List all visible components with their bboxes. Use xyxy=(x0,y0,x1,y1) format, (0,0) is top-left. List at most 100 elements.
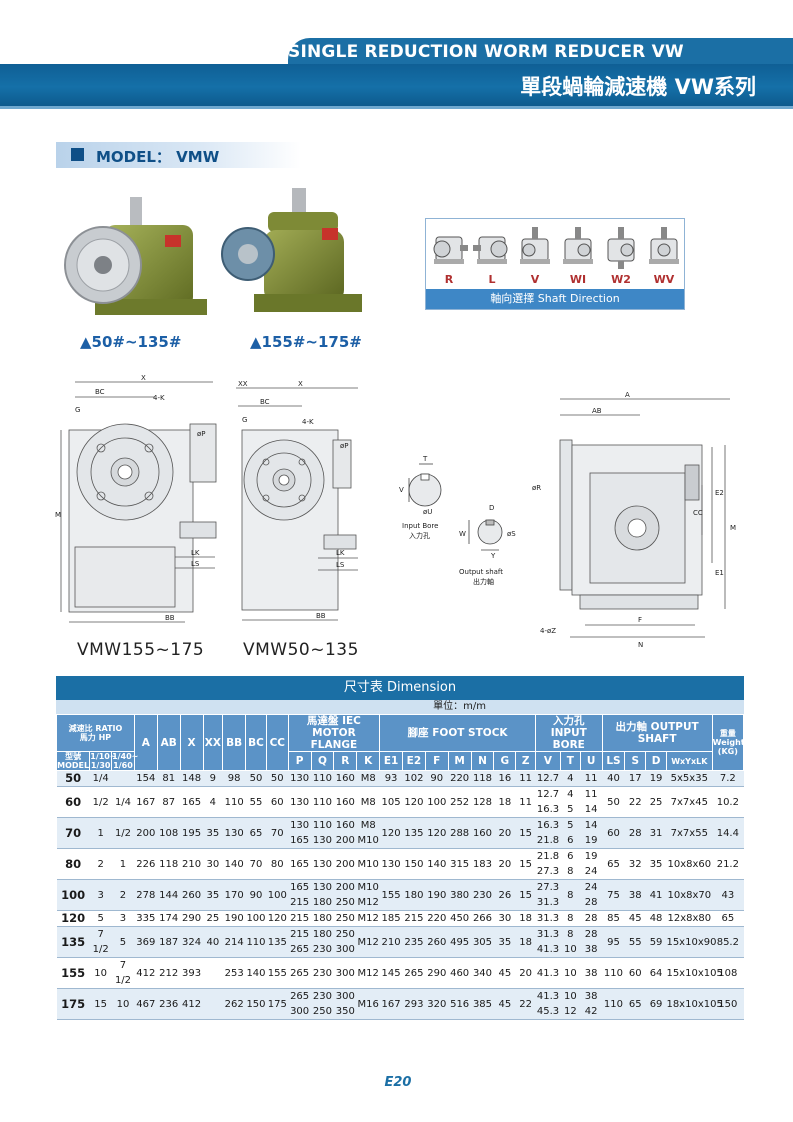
cell-r1: 2 xyxy=(89,848,112,880)
cell-value: 4 xyxy=(567,773,574,784)
cell-value: 165 xyxy=(290,858,310,870)
table-unit: 單位：m/m xyxy=(56,700,744,714)
cell-value: 31.3 xyxy=(536,929,560,940)
cell-t: 4 xyxy=(560,770,581,787)
cell-s: 22 xyxy=(624,786,646,818)
shaft-option-v: V xyxy=(514,223,556,286)
cell-bb: 214 xyxy=(222,926,246,958)
cell-d: 19 xyxy=(645,770,667,787)
header-hp: 馬力 HP xyxy=(79,733,112,742)
cell-m: 252 xyxy=(448,786,472,818)
cell-r1: 1 xyxy=(89,817,112,849)
header-input-bore: 入力孔 INPUT BORE xyxy=(535,714,603,752)
cell-r1: 10 xyxy=(89,957,112,989)
header-col: LS xyxy=(601,751,626,771)
cell-value: 130 xyxy=(290,796,310,808)
header-col: T xyxy=(559,751,581,771)
header-col: E2 xyxy=(401,751,426,771)
cell-wyl: 12x8x80 xyxy=(666,910,713,927)
cell-e2: 120 xyxy=(402,786,426,818)
cell-f: 290 xyxy=(425,957,449,989)
cell-value: 4 xyxy=(567,789,574,800)
cell-g: 16 xyxy=(493,770,516,787)
cell-r2: 1/2 xyxy=(111,817,135,849)
cell-bc: 65 xyxy=(245,817,267,849)
cell-e2: 265 xyxy=(402,957,426,989)
shaft-option-w2: W2 xyxy=(600,223,642,286)
cell-bc: 110 xyxy=(245,926,267,958)
cell-model: 120 xyxy=(56,910,90,927)
cell-s: 60 xyxy=(624,957,646,989)
cell-e1: 145 xyxy=(379,957,403,989)
cell-ls: 110 xyxy=(602,957,625,989)
shaft-caption-zh: 出力軸 xyxy=(473,577,494,586)
cell-value: M10 xyxy=(357,835,379,846)
cell-bb: 110 xyxy=(222,786,246,818)
reducer-outline-icon xyxy=(473,236,508,264)
cell-value: M8 xyxy=(360,796,376,808)
cell-w: 150 xyxy=(712,988,744,1020)
cell-p: 215 xyxy=(288,910,312,927)
header-col: N xyxy=(470,751,495,771)
cell-value: 300 xyxy=(290,1006,310,1017)
cell-g: 20 xyxy=(493,817,516,849)
header-col: WxYxLK xyxy=(665,751,713,771)
cell-xx: 35 xyxy=(203,879,223,911)
cell-t: 8 xyxy=(560,879,581,911)
cell-x: 260 xyxy=(180,879,203,911)
bore-caption-en: Input Bore xyxy=(402,522,438,530)
shaft-option-label: L xyxy=(488,273,496,286)
header-col: X xyxy=(179,714,204,771)
cell-value: 110 xyxy=(312,796,333,808)
cell-bb: 253 xyxy=(222,957,246,989)
header-col: Z xyxy=(515,751,537,771)
cell-value: 110 xyxy=(312,820,333,831)
dim-label: LK xyxy=(191,549,200,557)
header-output-shaft: 出力軸 OUTPUT SHAFT xyxy=(601,714,713,752)
cell-m: 288 xyxy=(448,817,472,849)
cell-k: M12 xyxy=(356,926,380,958)
cell-value: 41.3 xyxy=(536,944,560,955)
cell-f: 320 xyxy=(425,988,449,1020)
reducer-outline-icon xyxy=(520,227,550,264)
cell-r1: 7 1/2 xyxy=(89,926,112,958)
cell-n: 385 xyxy=(471,988,494,1020)
cell-e2: 180 xyxy=(402,879,426,911)
header-col: E1 xyxy=(379,751,403,771)
cell-wyl: 18x10x105 xyxy=(666,988,723,1020)
cell-bb: 262 xyxy=(222,988,246,1020)
cell-value: 31.3 xyxy=(536,897,560,908)
cell-v: 31.3 xyxy=(535,910,561,927)
cell-t: 10 xyxy=(560,957,581,989)
cell-model: 70 xyxy=(56,817,90,849)
cell-r: 250 xyxy=(333,910,357,927)
cell-cc: 100 xyxy=(266,879,289,911)
cell-bb: 190 xyxy=(222,910,246,927)
cell-cc: 155 xyxy=(266,957,289,989)
cell-w: 85.2 xyxy=(712,926,744,958)
cell-q: 110 xyxy=(311,786,334,818)
cell-v: 41.3 xyxy=(535,957,561,989)
cell-value: 27.3 xyxy=(536,866,560,877)
cell-x: 290 xyxy=(180,910,203,927)
cell-xx xyxy=(203,957,223,989)
cell-e1: 185 xyxy=(379,910,403,927)
cell-f: 190 xyxy=(425,879,449,911)
cell-n: 230 xyxy=(471,879,494,911)
dim-label: XX xyxy=(238,380,248,388)
cell-x: 393 xyxy=(180,957,203,989)
cell-value: 160 xyxy=(335,796,355,808)
cell-m: 460 xyxy=(448,957,472,989)
cell-z: 18 xyxy=(515,910,536,927)
shaft-option-l: L xyxy=(471,223,513,286)
dim-label: LS xyxy=(191,560,200,568)
cell-d: 41 xyxy=(645,879,667,911)
